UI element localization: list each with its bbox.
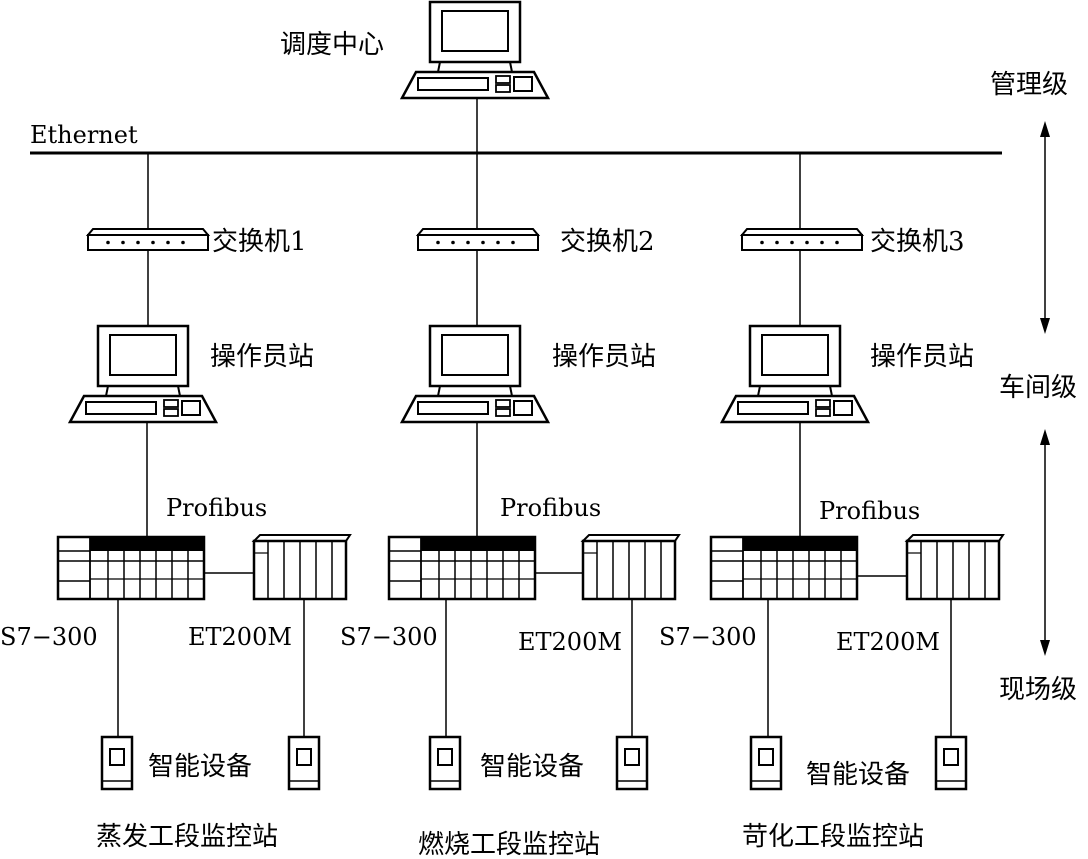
profibus-2-label: Profibus — [500, 494, 601, 522]
et200m-3-label: ET200M — [836, 628, 940, 656]
profibus-1-label: Profibus — [166, 494, 267, 522]
level-label-management: 管理级 — [990, 70, 1068, 100]
smart-device-1-label: 智能设备 — [148, 752, 252, 782]
switch-3-icon — [741, 228, 863, 251]
s7-300-2-label: S7−300 — [340, 623, 438, 651]
switch-2-label: 交换机2 — [560, 227, 655, 257]
station-group-1: 交换机1 操作员站 Profibus S7−300 ET200M 智能设备 蒸发… — [0, 153, 352, 852]
s7-300-plc-2-icon — [387, 535, 537, 601]
smart-device-2b-icon — [615, 735, 649, 791]
level-label-field: 现场级 — [999, 675, 1077, 705]
level-label-workshop: 车间级 — [999, 373, 1077, 403]
switch-1-icon — [87, 228, 209, 251]
s7-300-3-label: S7−300 — [659, 623, 757, 651]
smart-device-3b-icon — [934, 735, 968, 791]
et200m-2-label: ET200M — [518, 628, 622, 656]
dispatch-center-label: 调度中心 — [280, 30, 384, 60]
operator-station-2-icon — [400, 324, 550, 424]
dispatch-center-computer-icon — [400, 0, 550, 100]
station-3-label: 苛化工段监控站 — [742, 822, 924, 852]
level-arrow-lower — [1040, 429, 1050, 656]
s7-300-1-label: S7−300 — [0, 623, 98, 651]
switch-2-icon — [417, 228, 539, 251]
operator-station-1-label: 操作员站 — [210, 342, 314, 372]
et200m-1-label: ET200M — [188, 623, 292, 651]
station-1-label: 蒸发工段监控站 — [96, 822, 278, 852]
smart-device-2a-icon — [428, 735, 462, 791]
smart-device-3a-icon — [749, 735, 783, 791]
switch-3-label: 交换机3 — [870, 227, 965, 257]
smart-device-1b-icon — [287, 735, 321, 791]
et200m-2-icon — [581, 533, 681, 601]
profibus-3-label: Profibus — [819, 497, 920, 525]
station-group-3: 交换机3 操作员站 Profibus S7−300 ET200M 智能设备 苛化… — [659, 153, 1005, 852]
operator-station-2-label: 操作员站 — [552, 342, 656, 372]
ethernet-label: Ethernet — [30, 121, 138, 149]
smart-device-1a-icon — [100, 735, 134, 791]
switch-1-label: 交换机1 — [212, 227, 307, 257]
station-2-label: 燃烧工段监控站 — [418, 830, 600, 859]
et200m-1-icon — [252, 533, 352, 601]
operator-station-3-label: 操作员站 — [870, 342, 974, 372]
station-group-2: 交换机2 操作员站 Profibus S7−300 ET200M 智能设备 燃烧… — [340, 153, 681, 859]
s7-300-plc-1-icon — [56, 535, 206, 601]
operator-station-1-icon — [68, 324, 218, 424]
et200m-3-icon — [905, 533, 1005, 601]
operator-station-3-icon — [720, 324, 870, 424]
smart-device-3-label: 智能设备 — [806, 760, 910, 790]
level-arrow-upper — [1040, 121, 1050, 334]
s7-300-plc-3-icon — [709, 535, 859, 601]
smart-device-2-label: 智能设备 — [480, 752, 584, 782]
